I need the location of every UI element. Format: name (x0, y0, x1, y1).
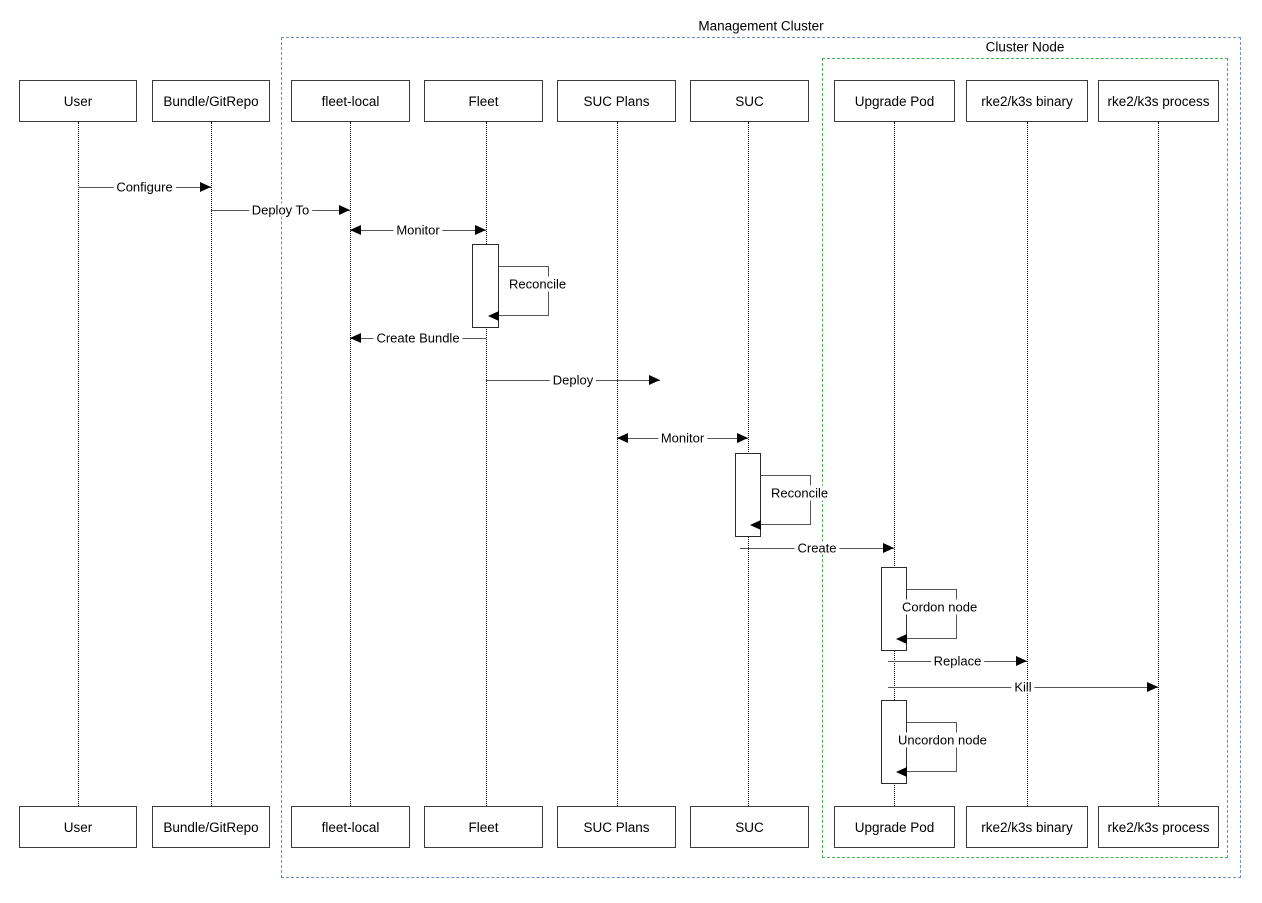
participant-label: Fleet (468, 93, 499, 109)
group-label-cluster-node: Cluster Node (981, 39, 1069, 55)
participant-label: Upgrade Pod (854, 819, 935, 835)
message-label-deploy: Deploy (549, 373, 597, 387)
lifeline-fleet-local (350, 122, 351, 806)
lifeline-user (78, 122, 79, 806)
participant-rke2-process-top: rke2/k3s process (1098, 80, 1219, 122)
participant-suc-plans-top: SUC Plans (557, 80, 676, 122)
participant-user-top: User (19, 80, 137, 122)
group-label-management-cluster: Management Cluster (694, 18, 828, 34)
arrowhead-replace-right (1016, 656, 1027, 666)
arrowhead-create-bundle-left (350, 333, 361, 343)
self-loop-label-reconcile-fleet: Reconcile (507, 276, 569, 292)
participant-label: rke2/k3s process (1107, 819, 1210, 835)
participant-label: User (63, 819, 93, 835)
group-cluster-node (822, 58, 1228, 858)
participant-label: fleet-local (321, 93, 380, 109)
participant-label: rke2/k3s binary (981, 93, 1073, 109)
participant-bundle-top: Bundle/GitRepo (152, 80, 270, 122)
message-label-replace: Replace (930, 654, 985, 668)
participant-label: Bundle/GitRepo (163, 819, 259, 835)
lifeline-bundle (211, 122, 212, 806)
arrowhead-deploy-to-right (339, 205, 350, 215)
self-loop-label-uncordon-node: Uncordon node (896, 732, 989, 748)
participant-label: SUC Plans (583, 819, 650, 835)
message-label-configure: Configure (113, 180, 176, 194)
participant-label: Upgrade Pod (854, 93, 935, 109)
arrowhead-monitor-suc-left (617, 433, 628, 443)
group-management-cluster (281, 37, 1241, 878)
lifeline-upgrade-pod (894, 122, 895, 806)
self-loop-label-reconcile-suc: Reconcile (769, 485, 831, 501)
participant-fleet-bottom: Fleet (424, 806, 543, 848)
arrowhead-uncordon-node (896, 766, 907, 777)
message-label-kill: Kill (1011, 680, 1035, 694)
participant-suc-plans-bottom: SUC Plans (557, 806, 676, 848)
participant-bundle-bottom: Bundle/GitRepo (152, 806, 270, 848)
participant-fleet-local-bottom: fleet-local (291, 806, 410, 848)
participant-label: SUC Plans (583, 93, 650, 109)
participant-label: SUC (735, 93, 764, 109)
participant-rke2-binary-bottom: rke2/k3s binary (966, 806, 1088, 848)
arrowhead-deploy-right (649, 375, 660, 385)
participant-fleet-top: Fleet (424, 80, 543, 122)
arrowhead-reconcile-fleet (488, 310, 499, 321)
participant-suc-bottom: SUC (690, 806, 809, 848)
arrowhead-kill-right (1147, 682, 1158, 692)
lifeline-rke2-process (1158, 122, 1159, 806)
participant-label: SUC (735, 819, 764, 835)
message-label-monitor-fleet: Monitor (393, 223, 443, 237)
message-label-create: Create (794, 541, 840, 555)
participant-rke2-binary-top: rke2/k3s binary (966, 80, 1088, 122)
participant-fleet-local-top: fleet-local (291, 80, 410, 122)
participant-rke2-process-bottom: rke2/k3s process (1098, 806, 1219, 848)
participant-upgrade-pod-top: Upgrade Pod (834, 80, 955, 122)
arrowhead-monitor-fleet-right (475, 225, 486, 235)
message-label-create-bundle: Create Bundle (373, 331, 463, 345)
message-label-deploy-to: Deploy To (248, 203, 313, 217)
lifeline-rke2-binary (1027, 122, 1028, 806)
participant-suc-top: SUC (690, 80, 809, 122)
participant-label: fleet-local (321, 819, 380, 835)
participant-upgrade-pod-bottom: Upgrade Pod (834, 806, 955, 848)
participant-label: User (63, 93, 93, 109)
participant-label: rke2/k3s process (1107, 93, 1210, 109)
participant-label: rke2/k3s binary (981, 819, 1073, 835)
message-label-monitor-suc: Monitor (657, 431, 708, 445)
arrowhead-monitor-fleet-left (350, 225, 361, 235)
arrowhead-cordon-node (896, 633, 907, 644)
participant-label: Bundle/GitRepo (163, 93, 259, 109)
arrowhead-monitor-suc-right (737, 433, 748, 443)
lifeline-fleet (486, 122, 487, 806)
arrowhead-create-right (883, 543, 894, 553)
arrowhead-configure-right (200, 182, 211, 192)
self-loop-label-cordon-node: Cordon node (900, 599, 980, 615)
lifeline-suc-plans (617, 122, 618, 806)
arrowhead-reconcile-suc (750, 519, 761, 530)
participant-label: Fleet (468, 819, 499, 835)
participant-user-bottom: User (19, 806, 137, 848)
